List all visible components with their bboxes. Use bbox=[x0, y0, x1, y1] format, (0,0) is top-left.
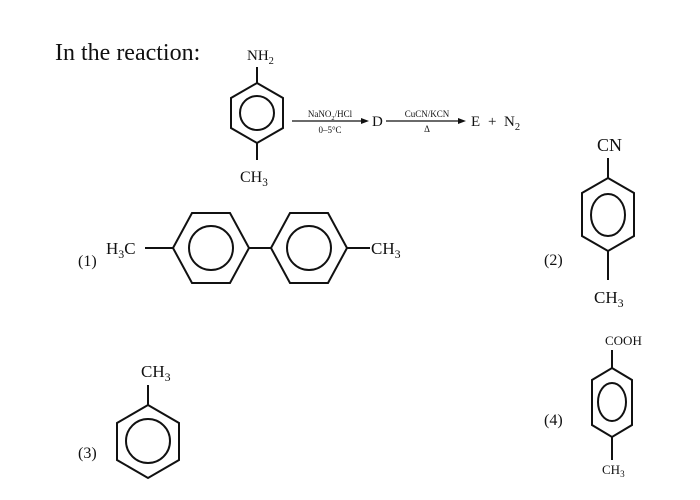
intermediate-label: D bbox=[372, 114, 383, 130]
option-3-structure: CH3 (3) bbox=[78, 362, 180, 480]
step2-reagent: CuCN/KCN bbox=[405, 109, 450, 119]
product-plus: + bbox=[488, 114, 496, 130]
option-2-ch3-label: CH3 bbox=[594, 288, 624, 310]
product-e: E bbox=[471, 114, 480, 130]
step1-condition: 0–5°C bbox=[318, 125, 341, 135]
reactant-aromatic-circle bbox=[239, 95, 275, 131]
reaction-step-2: CuCN/KCN Δ bbox=[386, 109, 466, 134]
product-n2: N2 bbox=[504, 114, 520, 133]
option-3-benzene-ring bbox=[116, 403, 180, 480]
option-4-cooh-label: COOH bbox=[605, 333, 642, 348]
reactant-structure: NH2 CH3 bbox=[230, 48, 284, 189]
option-1-ring-b-circle bbox=[286, 225, 332, 271]
step1-arrow-head bbox=[361, 118, 369, 124]
option-4-structure: COOH CH3 (4) bbox=[544, 333, 642, 479]
option-4-aromatic-circle bbox=[597, 382, 627, 422]
reactant-benzene-ring bbox=[230, 81, 284, 145]
option-2-number: (2) bbox=[544, 252, 563, 269]
option-2-benzene-ring bbox=[581, 176, 635, 253]
option-1-ring-a bbox=[171, 212, 251, 284]
option-1-number: (1) bbox=[78, 253, 97, 270]
option-1-ring-b bbox=[269, 212, 349, 284]
option-4-ch3-label: CH3 bbox=[602, 462, 625, 479]
option-3-aromatic-circle bbox=[125, 418, 171, 464]
question-lead: In the reaction: bbox=[55, 40, 200, 66]
reactant-ch3-label: CH3 bbox=[240, 169, 268, 189]
step1-reagent: NaNO2/HCl bbox=[308, 109, 353, 122]
option-1-ring-a-circle bbox=[188, 225, 234, 271]
option-2-cn-label: CN bbox=[597, 135, 622, 155]
option-1-left-methyl: H3C bbox=[106, 239, 136, 261]
reactant-nh2-label: NH2 bbox=[247, 48, 274, 67]
option-3-ch3-label: CH3 bbox=[141, 362, 171, 384]
option-2-aromatic-circle bbox=[590, 193, 626, 237]
option-4-number: (4) bbox=[544, 412, 563, 429]
option-3-number: (3) bbox=[78, 445, 97, 462]
reaction-step-1: NaNO2/HCl 0–5°C bbox=[292, 109, 369, 135]
step2-arrow-head bbox=[458, 118, 466, 124]
step2-condition: Δ bbox=[424, 124, 430, 134]
option-2-structure: CN CH3 (2) bbox=[544, 135, 635, 310]
option-1-structure: (1) H3C CH3 bbox=[78, 212, 401, 284]
option-1-right-methyl: CH3 bbox=[371, 239, 401, 261]
